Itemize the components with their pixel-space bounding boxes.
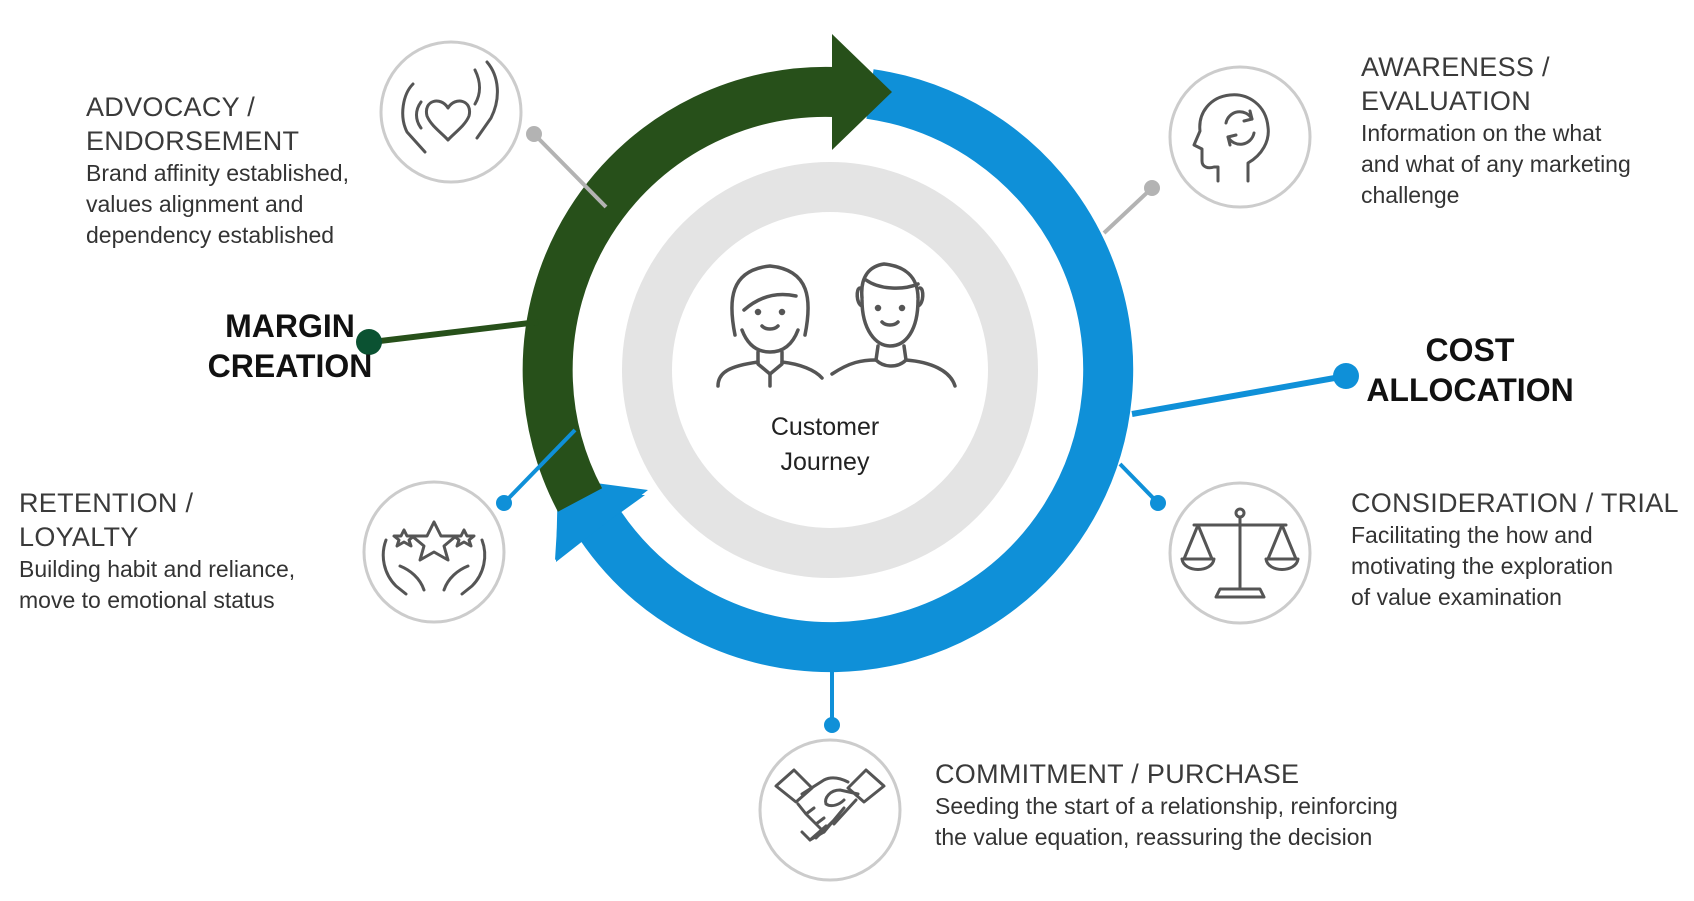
scales-icon [1168, 481, 1312, 625]
advocacy-desc-2: values alignment and [86, 191, 304, 217]
retention-connector-dot [496, 495, 512, 511]
commitment-connector-dot [824, 717, 840, 733]
consideration-desc-3: of value examination [1351, 584, 1562, 610]
head-cycle-icon [1168, 65, 1312, 209]
retention-desc-1: Building habit and reliance, [19, 556, 296, 582]
cost-allocation-line1: COST [1425, 332, 1515, 368]
cost-connector-dot [1333, 363, 1359, 389]
advocacy-desc-1: Brand affinity established, [86, 160, 349, 186]
consideration-desc-1: Facilitating the how and [1351, 522, 1593, 548]
stage-awareness: AWARENESS / EVALUATION Information on th… [1361, 50, 1631, 211]
awareness-connector-dot [1144, 180, 1160, 196]
commitment-title-1: COMMITMENT / PURCHASE [935, 759, 1300, 789]
stage-commitment: COMMITMENT / PURCHASE Seeding the start … [935, 757, 1398, 853]
handshake-icon [758, 738, 902, 882]
cost-allocation-arc [579, 69, 1134, 673]
consideration-desc-2: motivating the exploration [1351, 553, 1614, 579]
margin-creation-arc [522, 66, 836, 512]
advocacy-connector [532, 132, 608, 209]
margin-connector [371, 319, 539, 345]
stage-advocacy: ADVOCACY / ENDORSEMENT Brand affinity es… [86, 90, 349, 251]
stage-consideration: CONSIDERATION / TRIAL Facilitating the h… [1351, 486, 1679, 613]
awareness-desc-3: challenge [1361, 182, 1460, 208]
retention-desc-2: move to emotional status [19, 587, 275, 613]
commitment-desc-1: Seeding the start of a relationship, rei… [935, 793, 1398, 819]
cost-allocation-line2: ALLOCATION [1366, 372, 1574, 408]
commitment-desc-2: the value equation, reassuring the decis… [935, 824, 1373, 850]
consideration-connector [1118, 462, 1160, 505]
awareness-title-1: AWARENESS / [1361, 52, 1550, 82]
cost-allocation-label: COST ALLOCATION [1358, 330, 1582, 410]
retention-connector [502, 428, 577, 505]
advocacy-desc-3: dependency established [86, 222, 335, 248]
retention-title-1: RETENTION / [19, 488, 194, 518]
green-arrow-tip [832, 34, 892, 150]
margin-connector-dot [356, 329, 382, 355]
margin-creation-line2: CREATION [207, 348, 373, 384]
inner-grey-ring [622, 162, 1038, 578]
cost-connector [1131, 373, 1347, 417]
center-label-line2: Journey [780, 448, 870, 476]
awareness-title-2: EVALUATION [1361, 86, 1532, 116]
stage-retention: RETENTION / LOYALTY Building habit and r… [19, 486, 295, 616]
hands-heart-icon [379, 40, 523, 184]
customers-icon [716, 262, 957, 388]
retention-title-2: LOYALTY [19, 522, 139, 552]
advocacy-title-2: ENDORSEMENT [86, 126, 300, 156]
awareness-desc-2: and what of any marketing [1361, 151, 1631, 177]
hands-star-icon [362, 480, 506, 624]
consideration-title-1: CONSIDERATION / TRIAL [1351, 488, 1679, 518]
advocacy-connector-dot [526, 126, 542, 142]
consideration-connector-dot [1150, 495, 1166, 511]
awareness-connector [1102, 186, 1154, 235]
advocacy-title-1: ADVOCACY / [86, 92, 256, 122]
margin-creation-label: MARGIN CREATION [190, 306, 390, 386]
margin-creation-line1: MARGIN [225, 308, 355, 344]
center-label-line1: Customer [770, 413, 880, 441]
awareness-desc-1: Information on the what [1361, 120, 1602, 146]
center-label: Customer Journey [725, 410, 925, 480]
